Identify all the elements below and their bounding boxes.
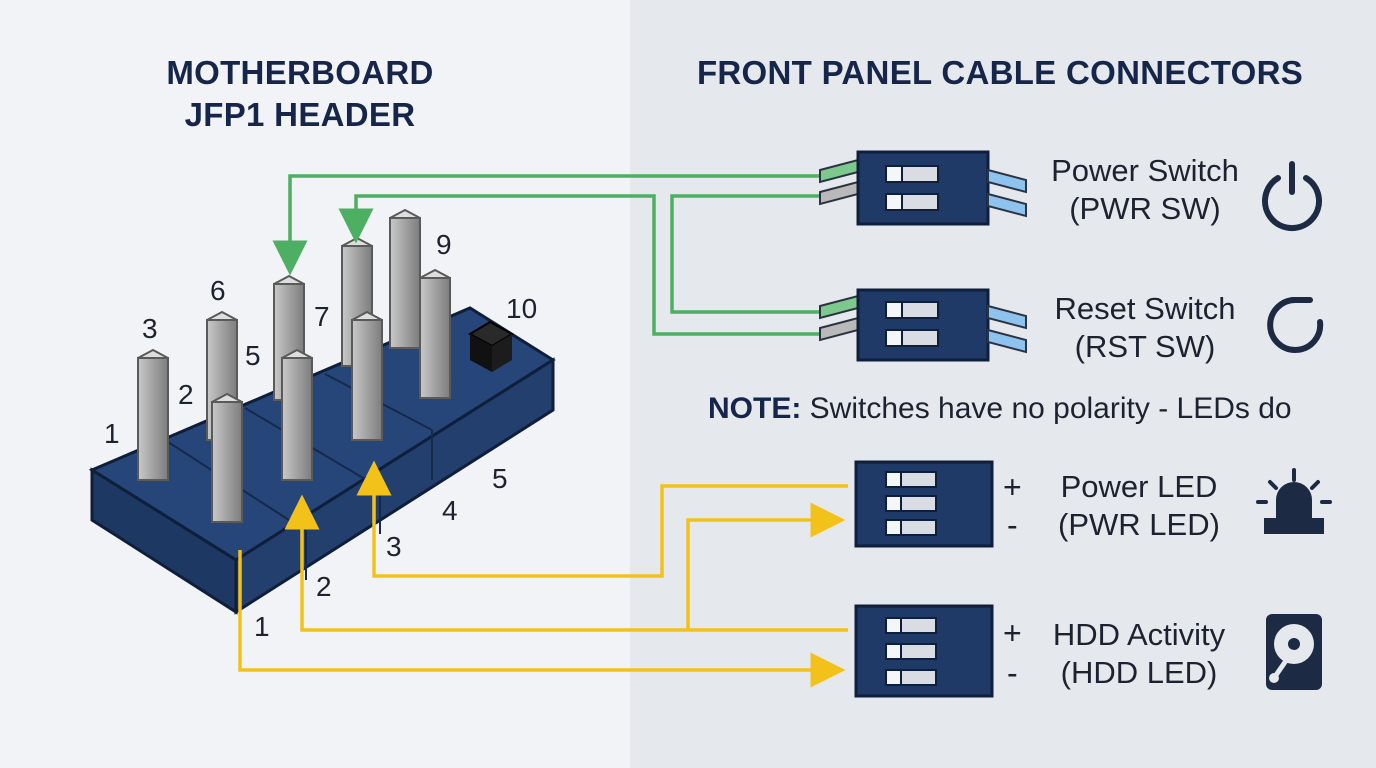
power-led-name: Power LED (1060, 469, 1218, 504)
hdd-led-minus-sign: - (1007, 655, 1018, 691)
face-number-1: 1 (254, 611, 270, 642)
power-led-minus-wire (686, 502, 846, 630)
connectors-heading: FRONT PANEL CABLE CONNECTORS (696, 54, 1304, 91)
power-led-minus-sign: - (1007, 507, 1018, 543)
power-switch-abbrev: (PWR SW) (1069, 191, 1221, 226)
right-panel (630, 0, 1376, 768)
heading-line-1: MOTHERBOARD (166, 54, 434, 91)
pin (281, 348, 313, 481)
power-led-connector (854, 460, 994, 548)
pin-number-9: 9 (436, 229, 452, 260)
switch-wires (272, 174, 822, 336)
note-label: NOTE: (708, 392, 802, 425)
reset-switch-label: Reset Switch (RST SW) (1030, 290, 1260, 366)
pin-number-6: 6 (210, 275, 226, 306)
motherboard-heading: MOTHERBOARD JFP1 HEADER (120, 52, 480, 136)
hdd-led-plus-sign: + (1003, 615, 1022, 651)
pin-number-3: 3 (142, 313, 158, 344)
face-number-5: 5 (492, 463, 508, 494)
pin-number-7: 7 (314, 301, 330, 332)
reset-switch-name: Reset Switch (1054, 291, 1236, 326)
led-wires (238, 460, 848, 688)
pin-number-1: 1 (104, 418, 120, 449)
polarity-note: NOTE: Switches have no polarity - LEDs d… (708, 392, 1292, 426)
hdd-led-minus-wire (238, 550, 846, 688)
hdd-led-plus-wire (284, 494, 848, 632)
pin-10-key-block (467, 320, 515, 372)
pin (389, 208, 421, 349)
hdd-led-name: HDD Activity (1052, 617, 1226, 652)
face-number-2: 2 (316, 571, 332, 602)
power-switch-name: Power Switch (1051, 153, 1239, 188)
reset-switch-abbrev: (RST SW) (1074, 329, 1216, 364)
power-led-plus-sign: + (1003, 469, 1022, 505)
pin (211, 392, 243, 523)
note-text: Switches have no polarity - LEDs do (809, 392, 1292, 425)
hdd-led-label: HDD Activity (HDD LED) (1034, 616, 1244, 692)
pin-number-10: 10 (506, 293, 537, 324)
power-led-plus-wire (356, 460, 848, 578)
face-number-3: 3 (386, 531, 402, 562)
reset-switch-wire (338, 194, 822, 336)
alarm-beacon-icon (1256, 468, 1332, 534)
pin (137, 348, 169, 481)
heading-line-2: JFP1 HEADER (184, 96, 416, 133)
hdd-led-connector (854, 604, 994, 698)
face-number-4: 4 (442, 495, 458, 526)
power-switch-return-wire (670, 194, 822, 314)
power-switch-wire (272, 174, 822, 276)
power-led-label: Power LED (PWR LED) (1034, 468, 1244, 544)
hdd-led-abbrev: (HDD LED) (1060, 655, 1218, 690)
power-icon (1262, 161, 1322, 232)
power-switch-connector (819, 150, 1027, 226)
pin-number-5: 5 (245, 340, 261, 371)
reset-switch-connector (819, 288, 1027, 362)
power-switch-label: Power Switch (PWR SW) (1030, 152, 1260, 228)
pin (351, 310, 383, 441)
power-led-abbrev: (PWR LED) (1058, 507, 1220, 542)
restart-icon (1267, 296, 1324, 353)
pin-number-2: 2 (178, 379, 194, 410)
hard-drive-icon (1266, 614, 1322, 690)
header-pins (137, 208, 451, 523)
pin (419, 268, 451, 399)
